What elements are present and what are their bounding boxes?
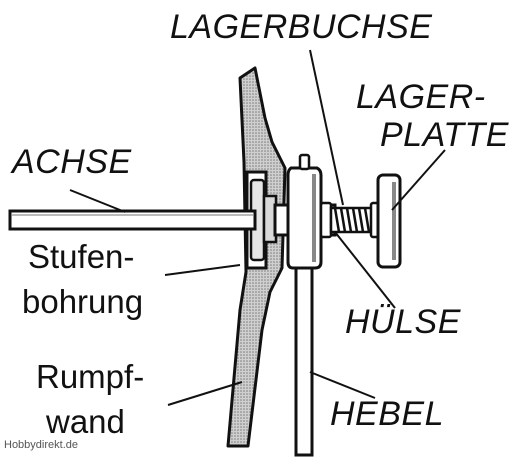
leader-huelse — [334, 231, 396, 309]
leader-achse — [69, 189, 126, 213]
nut — [319, 201, 333, 239]
leader-rumpfwand — [167, 381, 243, 406]
label-hebel: HEBEL — [330, 395, 444, 433]
label-lager: LAGER- — [356, 78, 486, 116]
label-huelse: HÜLSE — [345, 303, 461, 341]
leader-stufenbohrung — [164, 264, 241, 276]
watermark: Hobbydirekt.de — [4, 439, 78, 451]
label-wand: wand — [46, 403, 125, 440]
bearing-plate — [376, 173, 402, 269]
axle — [8, 209, 257, 231]
leader-lines — [69, 49, 446, 406]
label-rumpf: Rumpf- — [36, 358, 145, 395]
leader-hebel — [309, 371, 376, 399]
label-bohrung: bohrung — [22, 283, 144, 320]
sleeve-body — [286, 166, 323, 270]
leader-lagerplatte — [391, 149, 446, 211]
lever-arm — [294, 253, 314, 457]
label-lagerbuchse: LAGERBUCHSE — [170, 8, 433, 46]
label-stufen: Stufen- — [28, 238, 135, 275]
label-achse: ACHSE — [12, 143, 132, 181]
label-platte: PLATTE — [380, 116, 509, 154]
sleeve-tip — [298, 153, 311, 171]
leader-lagerbuchse — [309, 49, 344, 206]
thread-lines — [333, 207, 371, 233]
